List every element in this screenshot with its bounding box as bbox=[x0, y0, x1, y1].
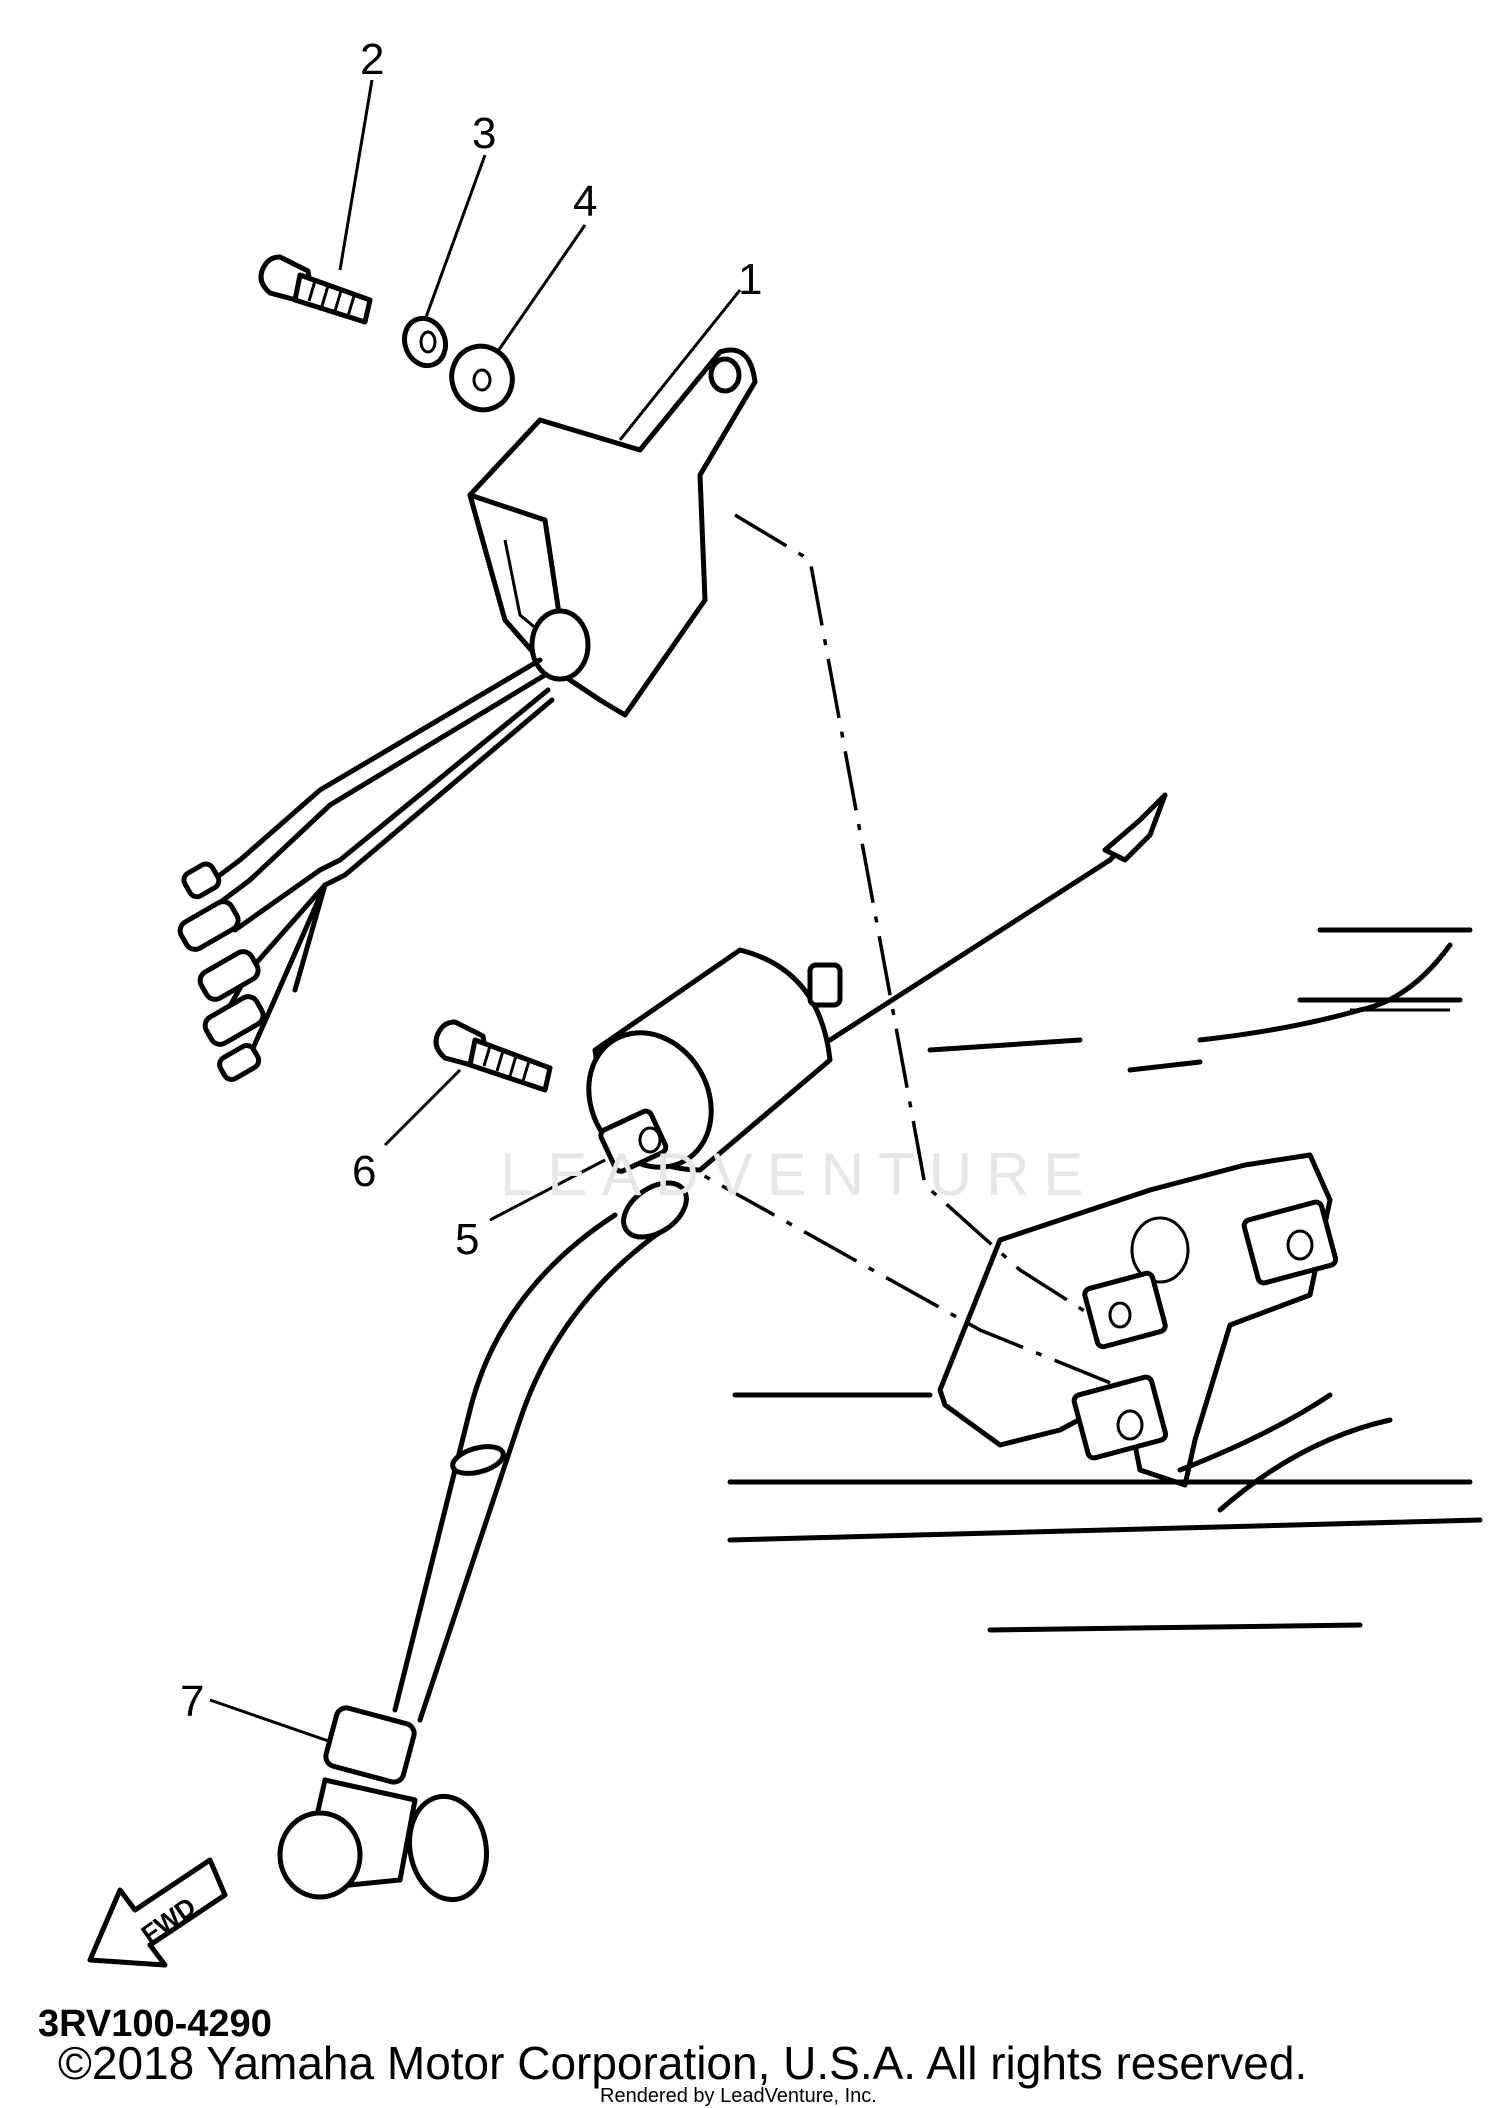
callout-1: 1 bbox=[738, 255, 763, 304]
callout-6: 6 bbox=[352, 1147, 377, 1196]
callout-5: 5 bbox=[455, 1215, 480, 1264]
cdi-unit-part-1 bbox=[467, 347, 758, 718]
frame-bracket bbox=[727, 927, 1483, 1633]
washer-part-4 bbox=[449, 343, 515, 413]
alignment-lines bbox=[639, 513, 1141, 1397]
ignition-coil-part-5 bbox=[586, 792, 1168, 1174]
bolt-part-2 bbox=[258, 254, 373, 325]
callout-7: 7 bbox=[180, 1677, 205, 1726]
watermark: LEADVENTURE bbox=[500, 1141, 1098, 1208]
callout-3: 3 bbox=[472, 109, 497, 158]
plug-cap-part-7 bbox=[277, 1180, 689, 1903]
callout-4: 4 bbox=[573, 177, 598, 226]
lock-washer-part-3 bbox=[401, 315, 449, 369]
callout-2: 2 bbox=[360, 35, 385, 84]
diagram-code: 3RV100-4290 bbox=[38, 2003, 272, 2045]
bolt-part-6 bbox=[433, 1019, 553, 1093]
leader-lines bbox=[209, 79, 742, 1747]
forward-arrow-icon: FWD bbox=[87, 1857, 228, 1968]
rendered-by-text: Rendered by LeadVenture, Inc. bbox=[600, 2085, 877, 2107]
copyright-text: ©2018 Yamaha Motor Corporation, U.S.A. A… bbox=[58, 2037, 1308, 2089]
cdi-wire-harness bbox=[177, 657, 555, 1082]
